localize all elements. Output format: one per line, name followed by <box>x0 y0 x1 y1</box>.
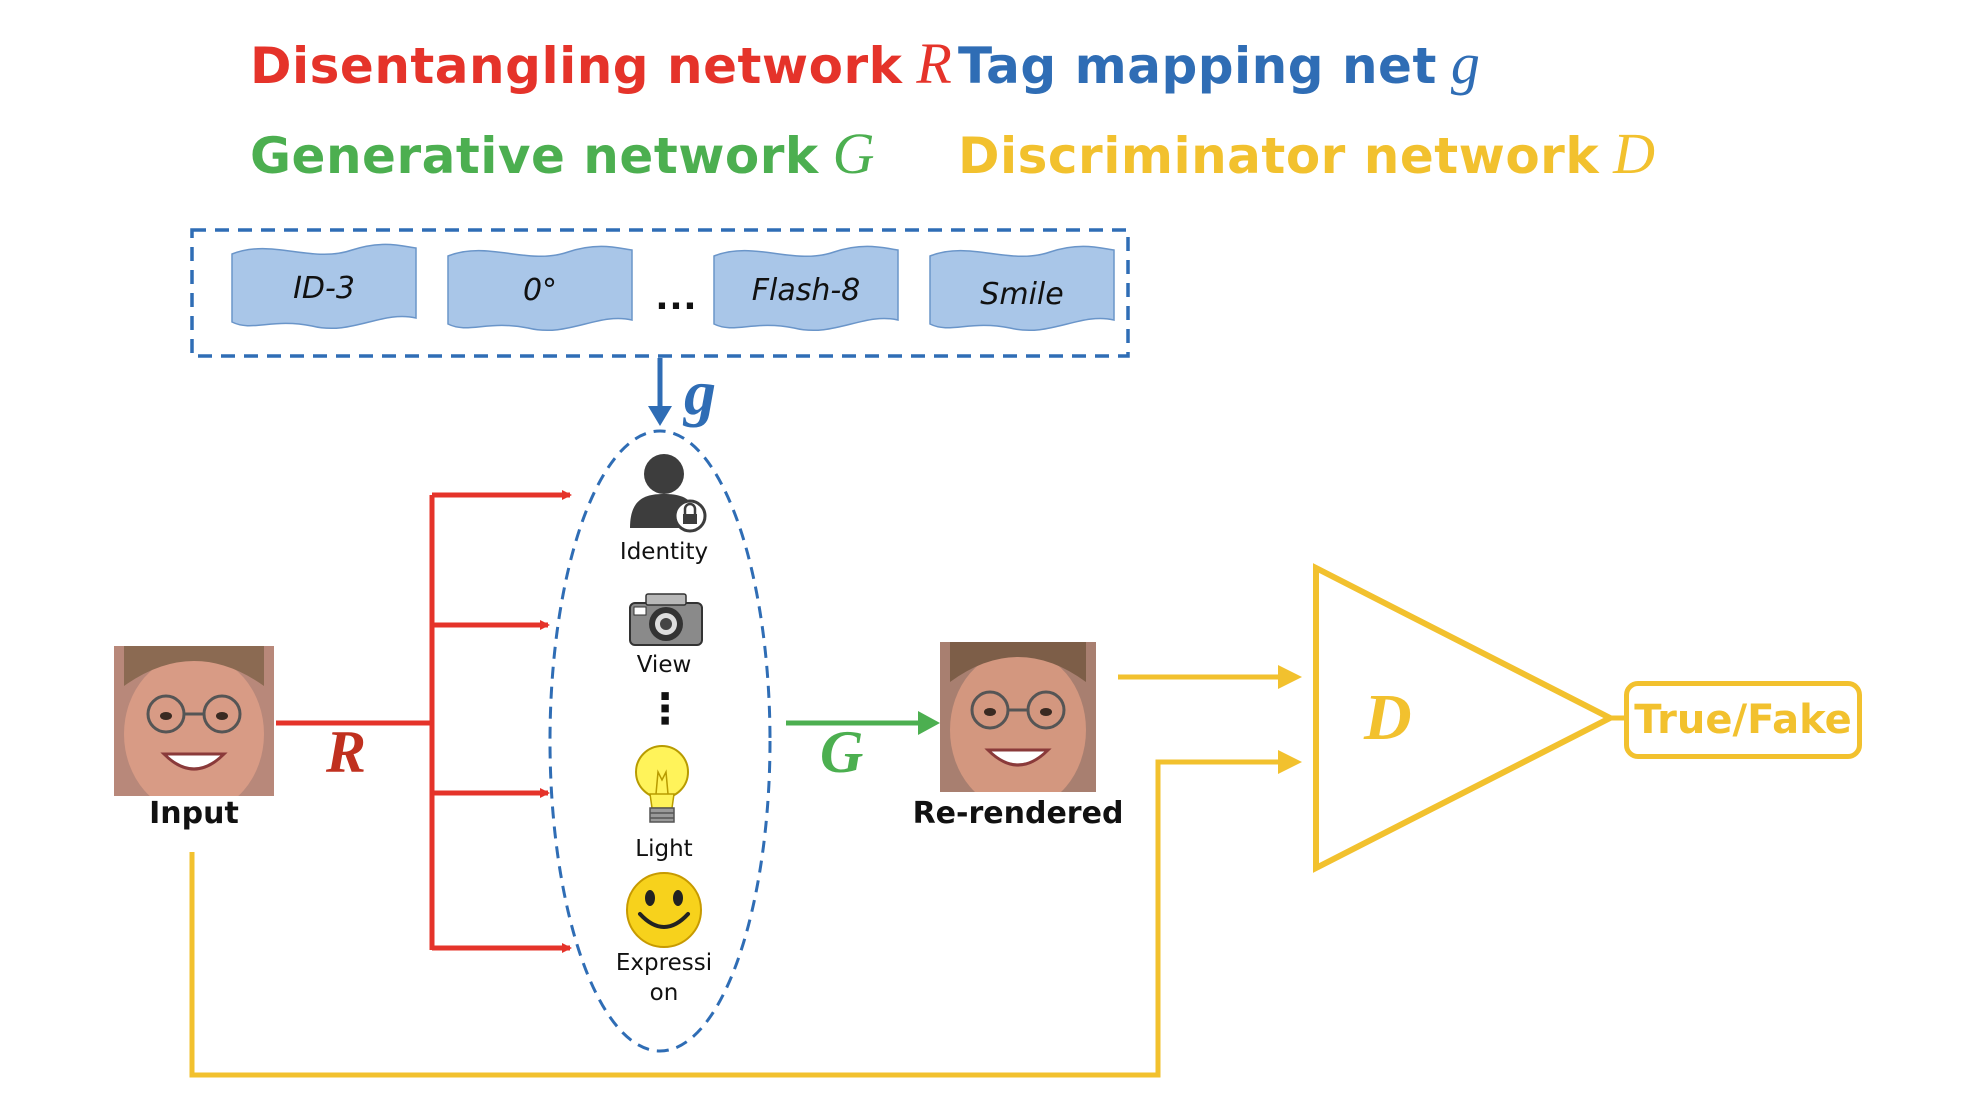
tag-flash: Flash-8 <box>751 272 861 308</box>
legend-symbol: G <box>832 121 876 186</box>
tag-container <box>190 228 1130 358</box>
tag-smile: Smile <box>980 276 1064 312</box>
generate-arrowhead <box>918 711 940 735</box>
output-label: Re-rendered <box>912 796 1124 831</box>
tag-angle: 0° <box>522 272 558 308</box>
camera-icon <box>629 593 703 646</box>
rerendered-face-image <box>940 642 1096 792</box>
legend-text: Disentangling network <box>250 37 903 95</box>
result-label: True/Fake <box>1634 697 1852 743</box>
tags-ellipsis: … <box>654 270 698 319</box>
factor-ellipse <box>548 429 772 1053</box>
mapping-symbol: g <box>684 357 716 428</box>
legend-text: Generative network <box>250 127 819 185</box>
legend-text: Discriminator network <box>958 127 1600 185</box>
tag-id: ID-3 <box>293 270 355 306</box>
legend-text: Tag mapping net <box>958 37 1437 95</box>
lightbulb-icon <box>635 745 689 823</box>
real-arrowhead <box>1278 665 1302 689</box>
factors-ellipsis: ⋮ <box>644 685 686 732</box>
disentangle-arrows <box>276 490 572 953</box>
disentangle-symbol: R <box>326 719 367 785</box>
input-face-image <box>114 646 274 796</box>
tag-shape-1 <box>231 243 417 330</box>
factor-expression-label: Expression <box>615 950 713 1006</box>
input-label: Input <box>149 796 239 831</box>
user-lock-icon <box>630 454 707 533</box>
factor-light-label: Light <box>635 836 693 862</box>
tag-shape-4 <box>929 245 1115 332</box>
legend-symbol: D <box>1613 121 1656 186</box>
legend-symbol: R <box>916 31 953 96</box>
result-box: True/Fake <box>1624 681 1862 759</box>
factor-view-label: View <box>636 652 692 678</box>
discriminator-arrows <box>189 674 1280 1078</box>
generate-symbol: G <box>820 719 864 785</box>
fake-arrowhead <box>1278 750 1302 774</box>
factor-identity-label: Identity <box>619 539 709 565</box>
tag-shape-3 <box>713 245 899 332</box>
tag-shape-2 <box>447 245 633 332</box>
smiley-icon <box>626 872 702 948</box>
mapping-arrowhead <box>648 406 672 426</box>
discriminator-triangle <box>1313 563 1617 873</box>
discriminator-symbol: D <box>1364 681 1412 754</box>
legend-symbol: g <box>1450 31 1481 96</box>
